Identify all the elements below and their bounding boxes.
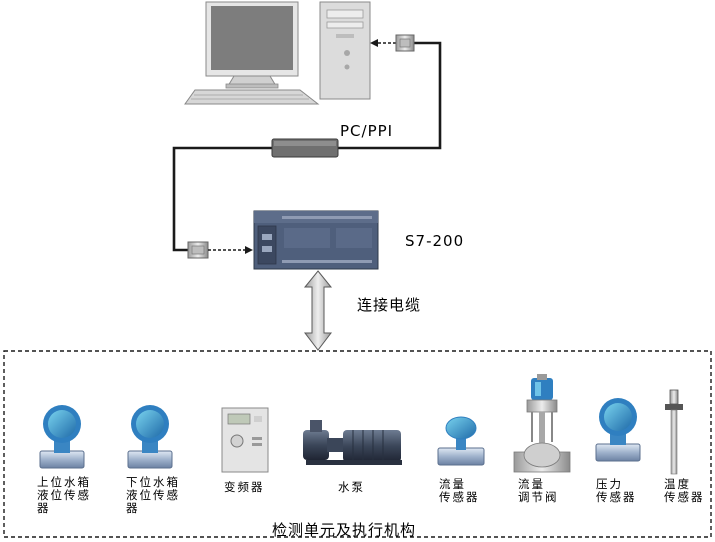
device-label: 上位水箱液位传感器 bbox=[37, 475, 91, 515]
temperature-sensor-icon bbox=[665, 389, 683, 475]
plc-icon bbox=[253, 210, 379, 270]
monitor-icon bbox=[205, 1, 299, 89]
inverter-icon bbox=[221, 407, 269, 473]
ppi-adapter bbox=[271, 138, 339, 158]
device-label: 水泵 bbox=[338, 480, 365, 494]
device-label: 流量调节阀 bbox=[518, 477, 559, 504]
pc-ppi-label: PC/PPI bbox=[340, 122, 394, 140]
connector-icon bbox=[187, 241, 209, 259]
level-sensor-icon bbox=[39, 405, 85, 469]
unit-title: 检测单元及执行机构 bbox=[272, 521, 417, 539]
pressure-sensor-icon bbox=[595, 398, 641, 462]
plc-label: S7-200 bbox=[405, 232, 465, 250]
keyboard-icon bbox=[184, 89, 320, 105]
device-label: 变频器 bbox=[224, 480, 265, 494]
device-label: 流量传感器 bbox=[439, 477, 480, 504]
dashed-link-plc bbox=[208, 246, 253, 254]
detection-unit-box bbox=[3, 350, 712, 538]
dashed-link-pc bbox=[370, 39, 396, 47]
device-label: 压力传感器 bbox=[596, 477, 637, 504]
flow-sensor-icon bbox=[437, 416, 485, 466]
pc-tower-icon bbox=[319, 1, 371, 100]
cable-label: 连接电缆 bbox=[357, 296, 422, 314]
level-sensor-icon bbox=[127, 405, 173, 469]
water-pump-icon bbox=[303, 420, 402, 465]
double-arrow-icon bbox=[303, 270, 333, 351]
device-label: 温度传感器 bbox=[664, 477, 705, 504]
pc-ppi-cable bbox=[172, 41, 442, 252]
device-label: 下位水箱液位传感器 bbox=[126, 475, 180, 515]
control-valve-icon bbox=[513, 374, 571, 473]
connector-icon bbox=[395, 34, 415, 52]
